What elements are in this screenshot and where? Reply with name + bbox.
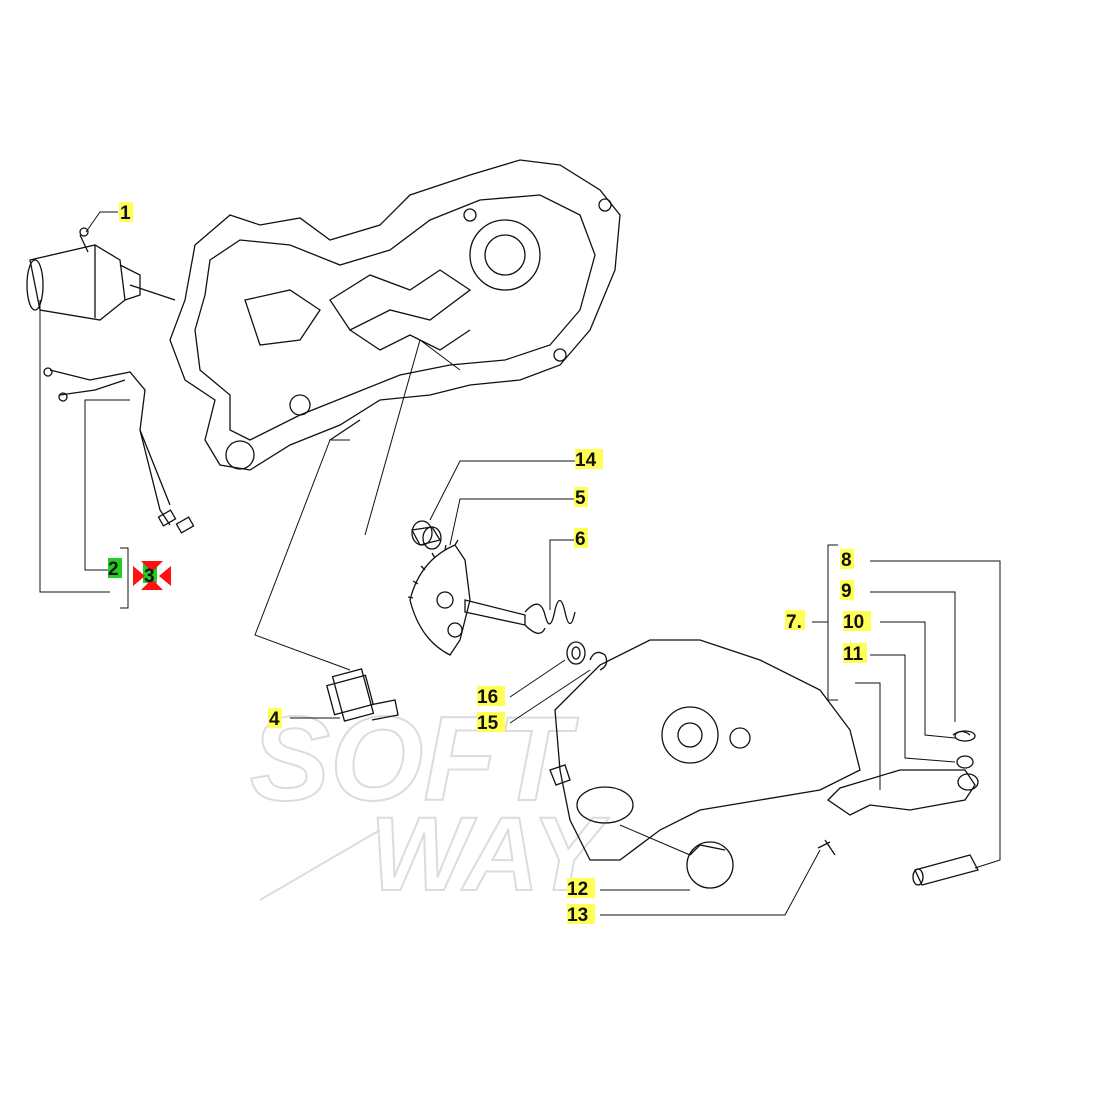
- cap-screw-drawing: [686, 839, 836, 889]
- part-label-8[interactable]: 8: [841, 550, 852, 571]
- part-label-13[interactable]: 13: [567, 905, 588, 926]
- wiring-harness-drawing: [43, 367, 195, 534]
- part-labels: 1 2 3 4 5 6 7. 8 9 10 11 12 13 14 15 16: [108, 203, 864, 926]
- leader-lines: [39, 211, 1001, 916]
- kick-lever-drawing: [826, 730, 979, 886]
- part-label-2[interactable]: 2: [108, 559, 119, 580]
- label-highlights: [108, 202, 871, 924]
- part-label-12[interactable]: 12: [567, 879, 588, 900]
- starter-gear-drawing: [326, 668, 399, 722]
- watermark: SOFT WAY: [249, 691, 610, 914]
- crankcase-drawing: [129, 159, 621, 471]
- transmission-cover-drawing: [549, 639, 861, 861]
- part-label-10[interactable]: 10: [843, 612, 864, 633]
- bushing-drawing: [410, 520, 442, 550]
- part-label-16[interactable]: 16: [477, 687, 498, 708]
- part-label-5[interactable]: 5: [575, 488, 586, 509]
- spring-drawing: [524, 599, 576, 634]
- red-cross-marker: [133, 561, 171, 590]
- part-label-6[interactable]: 6: [575, 529, 586, 550]
- washer-circlip-drawing: [566, 641, 608, 671]
- part-label-4[interactable]: 4: [269, 709, 280, 730]
- kick-sector-gear-drawing: [407, 539, 526, 656]
- part-label-15[interactable]: 15: [477, 713, 499, 734]
- starter-motor-drawing: [26, 227, 141, 321]
- part-label-3[interactable]: 3: [144, 566, 155, 587]
- part-label-9[interactable]: 9: [841, 581, 852, 602]
- part-label-1[interactable]: 1: [120, 203, 131, 224]
- part-label-11[interactable]: 11: [843, 644, 864, 665]
- part-label-7[interactable]: 7.: [786, 612, 802, 633]
- part-label-14[interactable]: 14: [575, 450, 597, 471]
